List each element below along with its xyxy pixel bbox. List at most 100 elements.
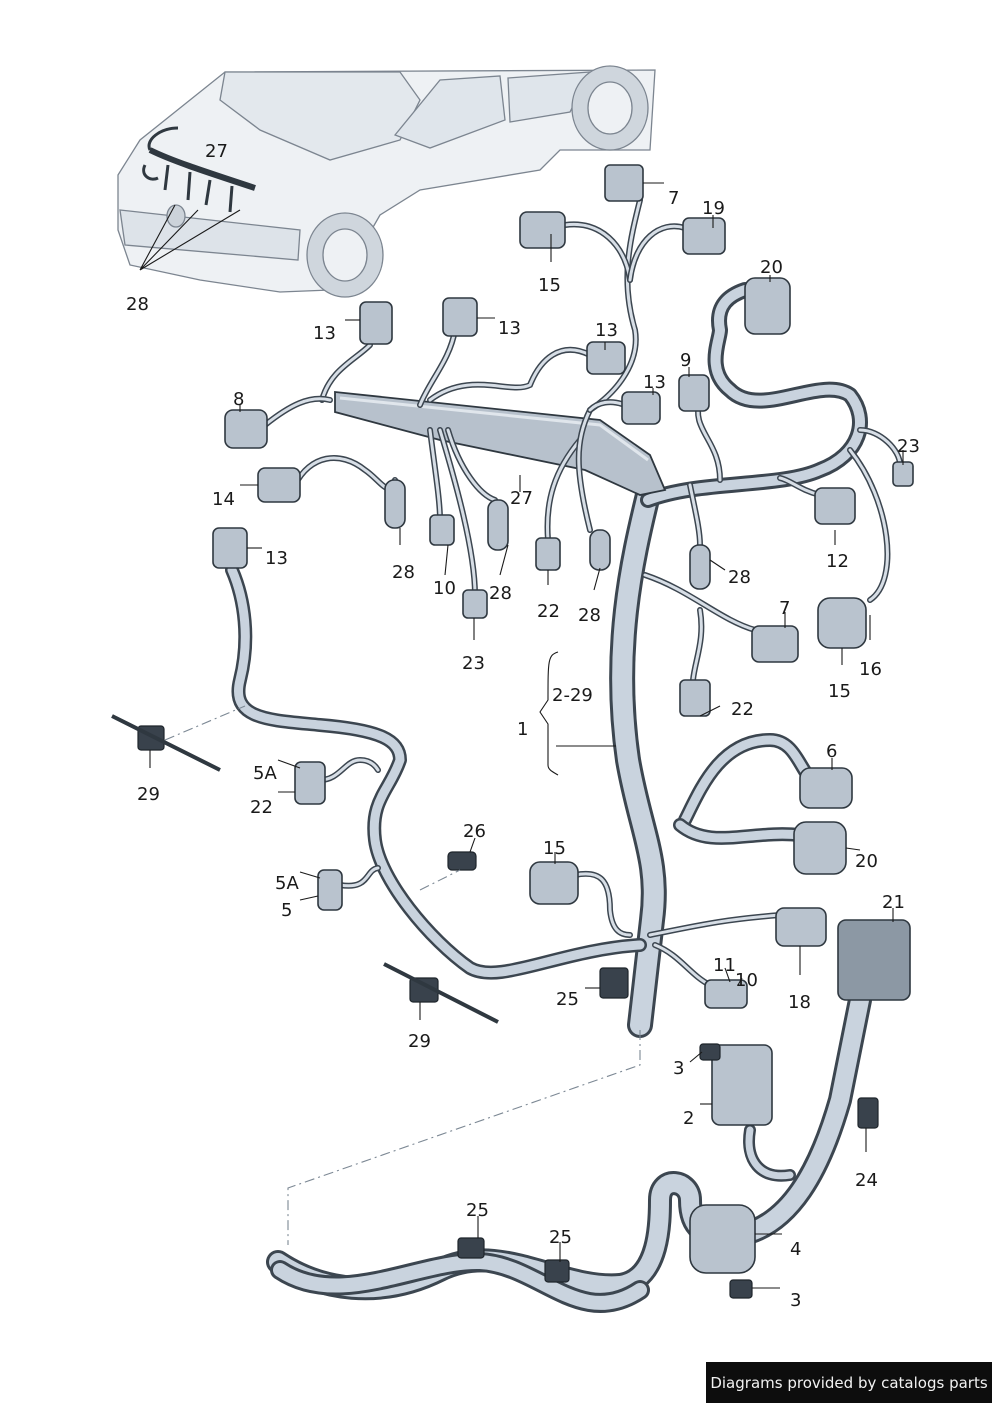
connector-23-low [462,589,488,619]
callout-28-b: 28 [392,562,415,583]
connector-7-mid [751,625,799,663]
callout-5a-lower: 5A [275,873,299,894]
callout-11: 11 [713,955,736,976]
callout-29-b: 29 [408,1031,431,1052]
connector-13-d [621,391,661,425]
callout-2: 2 [683,1108,694,1129]
callout-24: 24 [855,1170,878,1191]
connector-wires [262,197,903,988]
connector-4 [689,1204,756,1274]
callout-15-low: 15 [543,838,566,859]
connector-23-right [892,461,914,487]
clip-25-b [457,1237,485,1259]
clip-3-b [729,1279,753,1299]
connector-18 [775,907,827,947]
connector-7-top [604,164,644,202]
connector-22-left [535,537,561,571]
clip-25-a [599,967,629,999]
connector-19 [682,217,726,255]
callout-16: 16 [859,659,882,680]
connector-12 [814,487,856,525]
callout-23-low: 23 [462,653,485,674]
callout-7-top: 7 [668,188,679,209]
connector-13-a [359,301,393,345]
connector-15-low [529,861,579,905]
connector-14 [257,467,301,503]
clip-24 [857,1097,879,1129]
callout-28-e: 28 [578,605,601,626]
callout-25-a: 25 [556,989,579,1010]
callout-18: 18 [788,992,811,1013]
credit-banner: Diagrams provided by catalogs parts [706,1362,992,1403]
clip-25-c [544,1259,570,1283]
callout-2-29: 2-29 [552,685,593,706]
connector-13-e [212,527,248,569]
callout-4: 4 [790,1239,801,1260]
callout-13-b: 13 [498,318,521,339]
connector-5 [317,869,343,911]
connector-6 [799,767,853,809]
callout-20-top: 20 [760,257,783,278]
connector-22-5a [294,761,326,805]
callout-26: 26 [463,821,486,842]
connector-20-mid [793,821,847,875]
callout-6: 6 [826,741,837,762]
callout-15-right: 15 [828,681,851,702]
callout-5a-upper: 5A [253,763,277,784]
callout-12: 12 [826,551,849,572]
connectors [111,164,914,1299]
sensor-28-b [487,499,509,551]
callout-5: 5 [281,900,292,921]
main-wiring-harness [225,282,872,1313]
clip-26 [447,851,477,871]
connector-15-right [817,597,867,649]
callout-28-d: 28 [489,583,512,604]
callout-10-low: 10 [735,970,758,991]
callout-3-upper: 3 [673,1058,684,1079]
sensor-28-d [689,544,711,590]
callout-28-c: 28 [728,567,751,588]
callout-22-left: 22 [537,601,560,622]
callout-labels: 27 28 7 19 15 20 13 13 13 13 9 8 23 14 2… [126,141,920,1311]
callout-13-d: 13 [643,372,666,393]
sensor-28-c [589,529,611,571]
connector-15-top [519,211,566,249]
clip-3-a [699,1043,721,1061]
callout-15-top: 15 [538,275,561,296]
callout-19: 19 [702,198,725,219]
callout-20-mid: 20 [855,851,878,872]
connector-13-b [442,297,478,337]
callout-7-mid: 7 [779,598,790,619]
callout-13-e: 13 [265,548,288,569]
callout-14: 14 [212,489,235,510]
connector-20-top [744,277,791,335]
callout-13-a: 13 [313,323,336,344]
connector-8 [224,409,268,449]
callout-28-car: 28 [126,294,149,315]
callout-9: 9 [680,350,691,371]
callout-22-5a: 22 [250,797,273,818]
callout-13-c: 13 [595,320,618,341]
connector-2 [711,1044,773,1126]
callout-10-up: 10 [433,578,456,599]
connector-22-mid [679,679,711,717]
connector-10-low [704,979,748,1009]
callout-27-car: 27 [205,141,228,162]
callout-8: 8 [233,389,244,410]
callout-25-c: 25 [549,1227,572,1248]
connector-21 [837,919,911,1001]
callout-25-b: 25 [466,1200,489,1221]
connector-13-c [586,341,626,375]
sensor-28-a [384,479,406,529]
callout-29-a: 29 [137,784,160,805]
callout-21: 21 [882,892,905,913]
callout-23-right: 23 [897,436,920,457]
callout-27-rail: 27 [510,488,533,509]
connector-10-up [429,514,455,546]
callout-1: 1 [517,719,528,740]
callout-3-lower: 3 [790,1290,801,1311]
car-overview-illustration [117,65,656,298]
leader-lines [139,182,904,1289]
connector-9 [678,374,710,412]
